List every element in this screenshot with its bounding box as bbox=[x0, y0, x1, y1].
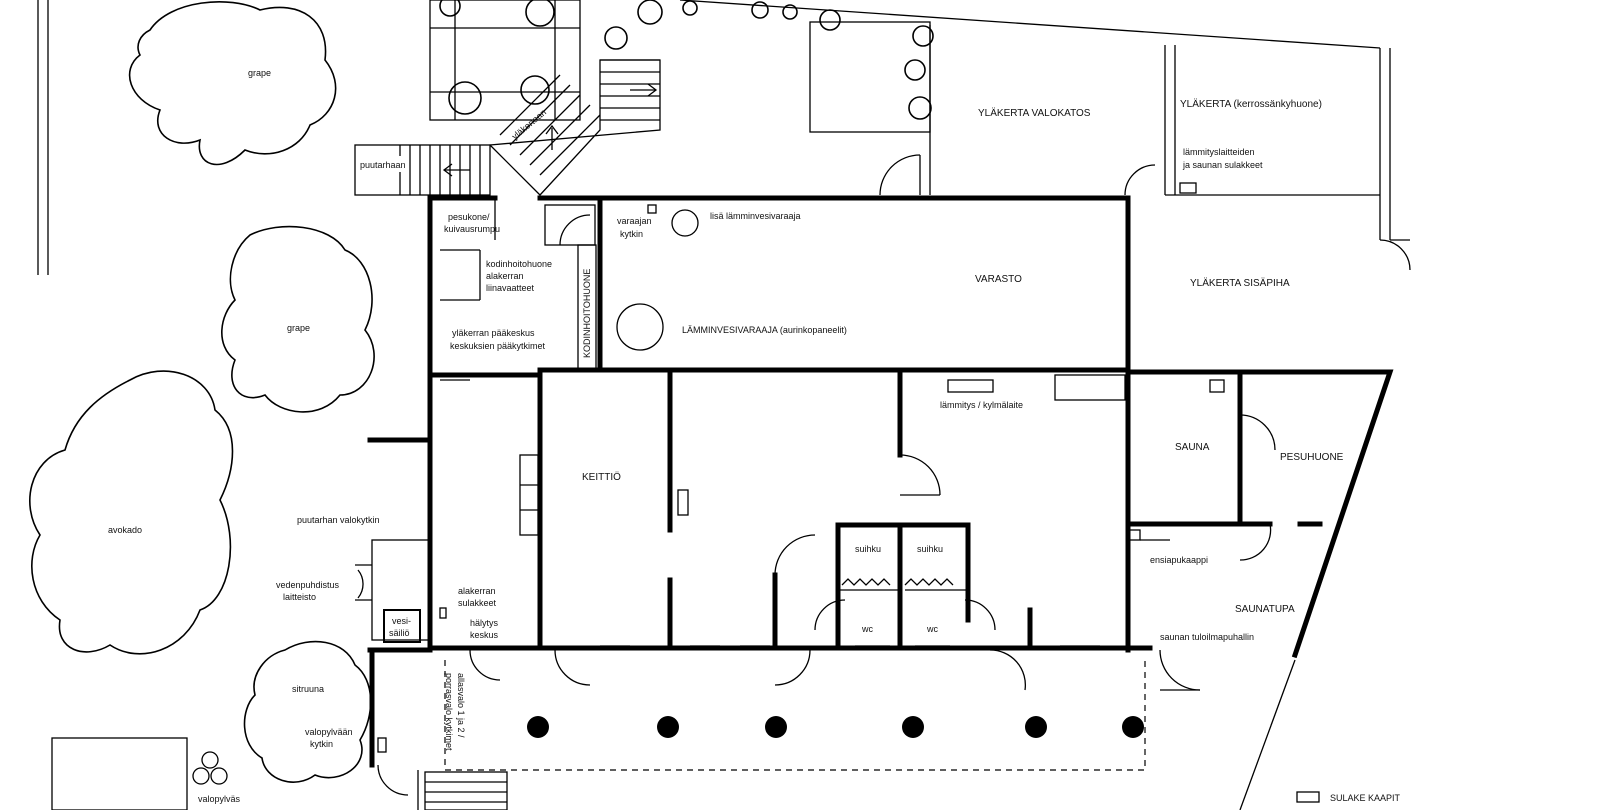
label-kodinhoito-3: liinavaatteet bbox=[486, 283, 535, 293]
tree-grape-top bbox=[128, 1, 337, 166]
label-allasvalo-2: porrasvalo kytkimet bbox=[444, 673, 454, 751]
label-kodinhoito-1: kodinhoitohuone bbox=[486, 259, 552, 269]
stairs-bottom bbox=[417, 770, 508, 810]
thin-details bbox=[355, 198, 1276, 796]
label-vesisailio-2: säiliö bbox=[389, 628, 410, 638]
label-suihku-2: suihku bbox=[917, 544, 943, 554]
label-puutarhaan-box bbox=[357, 156, 405, 172]
tree-avokado bbox=[29, 370, 234, 655]
label-vedenpuhdistus-1: vedenpuhdistus bbox=[276, 580, 340, 590]
label-valopylvas: valopylväs bbox=[198, 794, 241, 804]
label-lammityslaitteiden-1: lämmityslaitteiden bbox=[1183, 147, 1255, 157]
upper-floor bbox=[879, 25, 1411, 271]
room-saunatupa: SAUNATUPA bbox=[1235, 604, 1295, 615]
tree-label-avokado: avokado bbox=[108, 525, 142, 535]
terrace bbox=[444, 659, 1296, 810]
tree-label-sitruuna: sitruuna bbox=[292, 684, 324, 694]
room-kodinhoitohuone-vertical: KODINHOITOHUONE bbox=[582, 269, 592, 358]
room-ylakerta-sisapiha: YLÄKERTA SISÄPIHA bbox=[1190, 277, 1290, 289]
legend-swatch-sulake bbox=[1296, 791, 1320, 803]
label-paakeskus-2: keskuksien pääkytkimet bbox=[450, 341, 546, 351]
label-lammityslaitteiden-2: ja saunan sulakkeet bbox=[1182, 160, 1263, 170]
room-keittio: KEITTIÖ bbox=[582, 471, 621, 483]
label-pesukone-2: kuivausrumpu bbox=[444, 224, 500, 234]
room-ylakerta-kerrossanky: YLÄKERTA (kerrossänkyhuone) bbox=[1180, 98, 1322, 110]
label-pesukone-1: pesukone/ bbox=[448, 212, 490, 222]
tree-label-grape-middle: grape bbox=[287, 323, 310, 333]
room-varasto: VARASTO bbox=[975, 274, 1022, 285]
valopylvas-icon bbox=[192, 751, 228, 785]
garden-box-bottom-left bbox=[51, 737, 188, 810]
terrace-column bbox=[657, 716, 679, 738]
label-varaajan-kytkin-1: varaajan bbox=[617, 216, 652, 226]
label-halytys-1: hälytys bbox=[470, 618, 499, 628]
label-valopylvaan-kytkin-1: valopylvään bbox=[305, 727, 353, 737]
stairs-ylakertaan bbox=[488, 59, 661, 196]
label-vedenpuhdistus-2: laitteisto bbox=[283, 592, 316, 602]
label-alakerran-sulakkeet-1: alakerran bbox=[458, 586, 496, 596]
pergola-area bbox=[429, 0, 1381, 133]
label-saunan-tuloilma: saunan tuloilmapuhallin bbox=[1160, 632, 1254, 642]
label-lisa-lamminvesivaraaja: lisä lämminvesivaraaja bbox=[710, 211, 801, 221]
label-suihku-1: suihku bbox=[855, 544, 881, 554]
label-allasvalo-1: allasvalo 1 ja 2 / bbox=[456, 673, 466, 738]
label-puutarhan-valokytkin: puutarhan valokytkin bbox=[297, 515, 380, 525]
terrace-column bbox=[1122, 716, 1144, 738]
label-ylakertaan: yläkertaan bbox=[510, 107, 548, 141]
legend-label-sulake-kaapit: SULAKE KAAPIT bbox=[1330, 793, 1401, 803]
label-lamminvesivaraaja: LÄMMINVESIVARAAJA (aurinkopaneelit) bbox=[682, 325, 847, 335]
terrace-column bbox=[765, 716, 787, 738]
label-varaajan-kytkin-2: kytkin bbox=[620, 229, 643, 239]
tree-grape-middle bbox=[221, 225, 375, 413]
label-wc-1: wc bbox=[861, 624, 873, 634]
main-walls bbox=[367, 195, 1394, 768]
label-ensiapukaappi: ensiapukaappi bbox=[1150, 555, 1208, 565]
garden-area: grape grape avokado sitruuna valopylväs … bbox=[29, 0, 375, 810]
label-paakeskus-1: yläkerran pääkeskus bbox=[452, 328, 535, 338]
room-pesuhuone: PESUHUONE bbox=[1280, 452, 1344, 463]
label-wc-2: wc bbox=[926, 624, 938, 634]
terrace-column bbox=[1025, 716, 1047, 738]
label-vesisailio-1: vesi- bbox=[392, 616, 411, 626]
label-halytys-2: keskus bbox=[470, 630, 499, 640]
label-kodinhoito-2: alakerran bbox=[486, 271, 524, 281]
label-alakerran-sulakkeet-2: sulakkeet bbox=[458, 598, 497, 608]
room-sauna: SAUNA bbox=[1175, 442, 1210, 453]
label-lammitys-kylmalaite: lämmitys / kylmälaite bbox=[940, 400, 1023, 410]
label-puutarhaan: puutarhaan bbox=[360, 160, 406, 170]
label-valopylvaan-kytkin-2: kytkin bbox=[310, 739, 333, 749]
room-ylakerta-valokatos: YLÄKERTA VALOKATOS bbox=[978, 107, 1091, 119]
stairs-puutarhaan bbox=[354, 144, 491, 196]
tree-label-grape-top: grape bbox=[248, 68, 271, 78]
terrace-column bbox=[902, 716, 924, 738]
legend: SULAKE KAAPIT bbox=[1296, 791, 1401, 803]
tree-sitruuna bbox=[243, 640, 372, 783]
terrace-column bbox=[527, 716, 549, 738]
